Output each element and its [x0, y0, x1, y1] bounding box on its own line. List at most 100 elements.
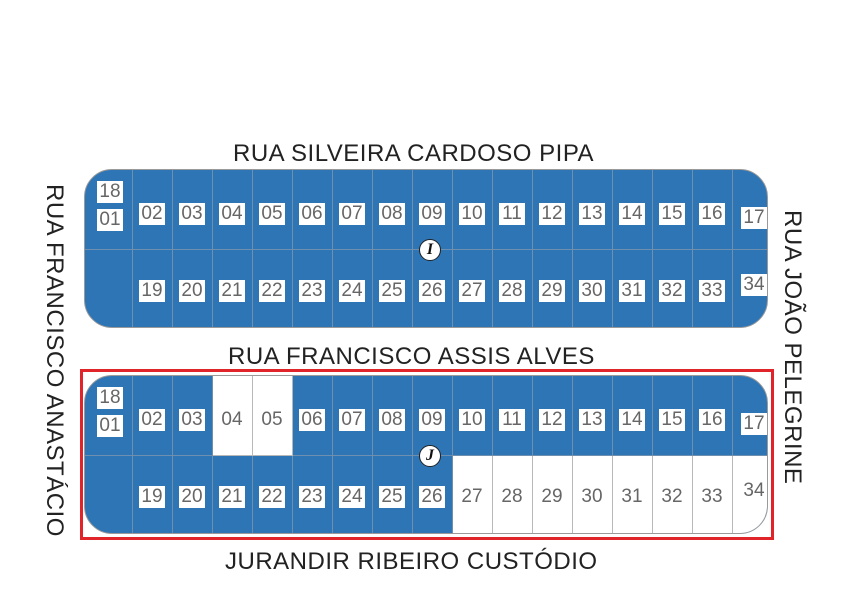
- lot-i-21[interactable]: [213, 250, 253, 327]
- lot-j-29[interactable]: [533, 456, 573, 533]
- lot-i-27[interactable]: [453, 250, 493, 327]
- lot-j-11[interactable]: [493, 376, 533, 456]
- lot-number-label: 05: [259, 203, 285, 225]
- lot-j-10[interactable]: [453, 376, 493, 456]
- lot-j-15[interactable]: [653, 376, 693, 456]
- lot-j-30[interactable]: [573, 456, 613, 533]
- lot-i-11[interactable]: [493, 170, 533, 250]
- lot-j-16[interactable]: [693, 376, 733, 456]
- lot-number-label: 26: [419, 486, 445, 508]
- lot-i-33[interactable]: [693, 250, 733, 327]
- lot-i-03[interactable]: [173, 170, 213, 250]
- lot-j-06[interactable]: [293, 376, 333, 456]
- lot-j-07[interactable]: [333, 376, 373, 456]
- lot-i-24[interactable]: [333, 250, 373, 327]
- lot-number-label: 24: [339, 280, 365, 302]
- lot-j-08[interactable]: [373, 376, 413, 456]
- lot-number-label: 11: [499, 409, 525, 431]
- lot-number-label: 01: [97, 415, 123, 437]
- lot-number-label: 14: [619, 409, 645, 431]
- lot-j-28[interactable]: [493, 456, 533, 533]
- lot-j-22[interactable]: [253, 456, 293, 533]
- lot-j-13[interactable]: [573, 376, 613, 456]
- lot-j-19[interactable]: [133, 456, 173, 533]
- lot-number-label: 16: [699, 409, 725, 431]
- lot-number-label: 29: [541, 486, 563, 507]
- lot-i-01[interactable]: [85, 170, 133, 250]
- lot-j-26[interactable]: [413, 456, 453, 533]
- lot-number-label: 17: [741, 207, 767, 229]
- lot-i-28[interactable]: [493, 250, 533, 327]
- lot-i-32[interactable]: [653, 250, 693, 327]
- lot-i-13[interactable]: [573, 170, 613, 250]
- lot-number-label: 22: [259, 486, 285, 508]
- lot-number-label: 08: [379, 409, 405, 431]
- lot-i-02[interactable]: [133, 170, 173, 250]
- lot-number-label: 30: [579, 280, 605, 302]
- lot-i-31[interactable]: [613, 250, 653, 327]
- lot-i-14[interactable]: [613, 170, 653, 250]
- lot-i-20[interactable]: [173, 250, 213, 327]
- street-label-right: RUA JOÃO PELEGRINE: [779, 210, 806, 485]
- lot-j-03[interactable]: [173, 376, 213, 456]
- lot-number-label: 10: [459, 203, 485, 225]
- lot-j-17[interactable]: [733, 376, 767, 456]
- lot-i-15[interactable]: [653, 170, 693, 250]
- lot-j-05[interactable]: [253, 376, 293, 456]
- lot-j-18[interactable]: [85, 456, 133, 533]
- lot-number-label: 28: [499, 280, 525, 302]
- lot-number-label: 15: [659, 409, 685, 431]
- lot-j-32[interactable]: [653, 456, 693, 533]
- lot-j-20[interactable]: [173, 456, 213, 533]
- lot-j-24[interactable]: [333, 456, 373, 533]
- lot-j-27[interactable]: [453, 456, 493, 533]
- lot-number-label: 22: [259, 280, 285, 302]
- lot-number-label: 13: [579, 203, 605, 225]
- lot-i-22[interactable]: [253, 250, 293, 327]
- lot-j-23[interactable]: [293, 456, 333, 533]
- lot-number-label: 24: [339, 486, 365, 508]
- lot-number-label: 11: [499, 203, 525, 225]
- lot-number-label: 09: [419, 203, 445, 225]
- lot-i-25[interactable]: [373, 250, 413, 327]
- lot-i-04[interactable]: [213, 170, 253, 250]
- lot-number-label: 31: [619, 280, 645, 302]
- lot-j-14[interactable]: [613, 376, 653, 456]
- lot-j-02[interactable]: [133, 376, 173, 456]
- lot-number-label: 16: [699, 203, 725, 225]
- lot-i-08[interactable]: [373, 170, 413, 250]
- lot-number-label: 09: [419, 409, 445, 431]
- lot-j-33[interactable]: [693, 456, 733, 533]
- street-label-top: RUA SILVEIRA CARDOSO PIPA: [233, 140, 595, 167]
- lot-number-label: 08: [379, 203, 405, 225]
- lot-number-label: 29: [539, 280, 565, 302]
- lot-i-23[interactable]: [293, 250, 333, 327]
- lot-j-25[interactable]: [373, 456, 413, 533]
- lot-j-04[interactable]: [213, 376, 253, 456]
- lot-i-06[interactable]: [293, 170, 333, 250]
- lot-j-21[interactable]: [213, 456, 253, 533]
- lot-i-07[interactable]: [333, 170, 373, 250]
- lot-j-01[interactable]: [85, 376, 133, 456]
- lot-i-30[interactable]: [573, 250, 613, 327]
- lot-number-label: 04: [221, 409, 243, 430]
- highlight-frame-block-j: [80, 369, 774, 540]
- lot-i-26[interactable]: [413, 250, 453, 327]
- lot-j-12[interactable]: [533, 376, 573, 456]
- lot-number-label: 12: [539, 409, 565, 431]
- block-marker-j: J: [419, 445, 441, 467]
- lot-i-05[interactable]: [253, 170, 293, 250]
- lot-i-29[interactable]: [533, 250, 573, 327]
- lot-j-31[interactable]: [613, 456, 653, 533]
- lot-i-17[interactable]: [733, 170, 767, 250]
- lot-i-19[interactable]: [133, 250, 173, 327]
- lot-i-18[interactable]: [85, 250, 133, 327]
- lot-i-12[interactable]: [533, 170, 573, 250]
- lot-j-34[interactable]: [733, 456, 767, 533]
- lot-number-label: 32: [661, 486, 683, 507]
- lot-number-label: 06: [299, 409, 325, 431]
- lot-i-10[interactable]: [453, 170, 493, 250]
- lot-i-16[interactable]: [693, 170, 733, 250]
